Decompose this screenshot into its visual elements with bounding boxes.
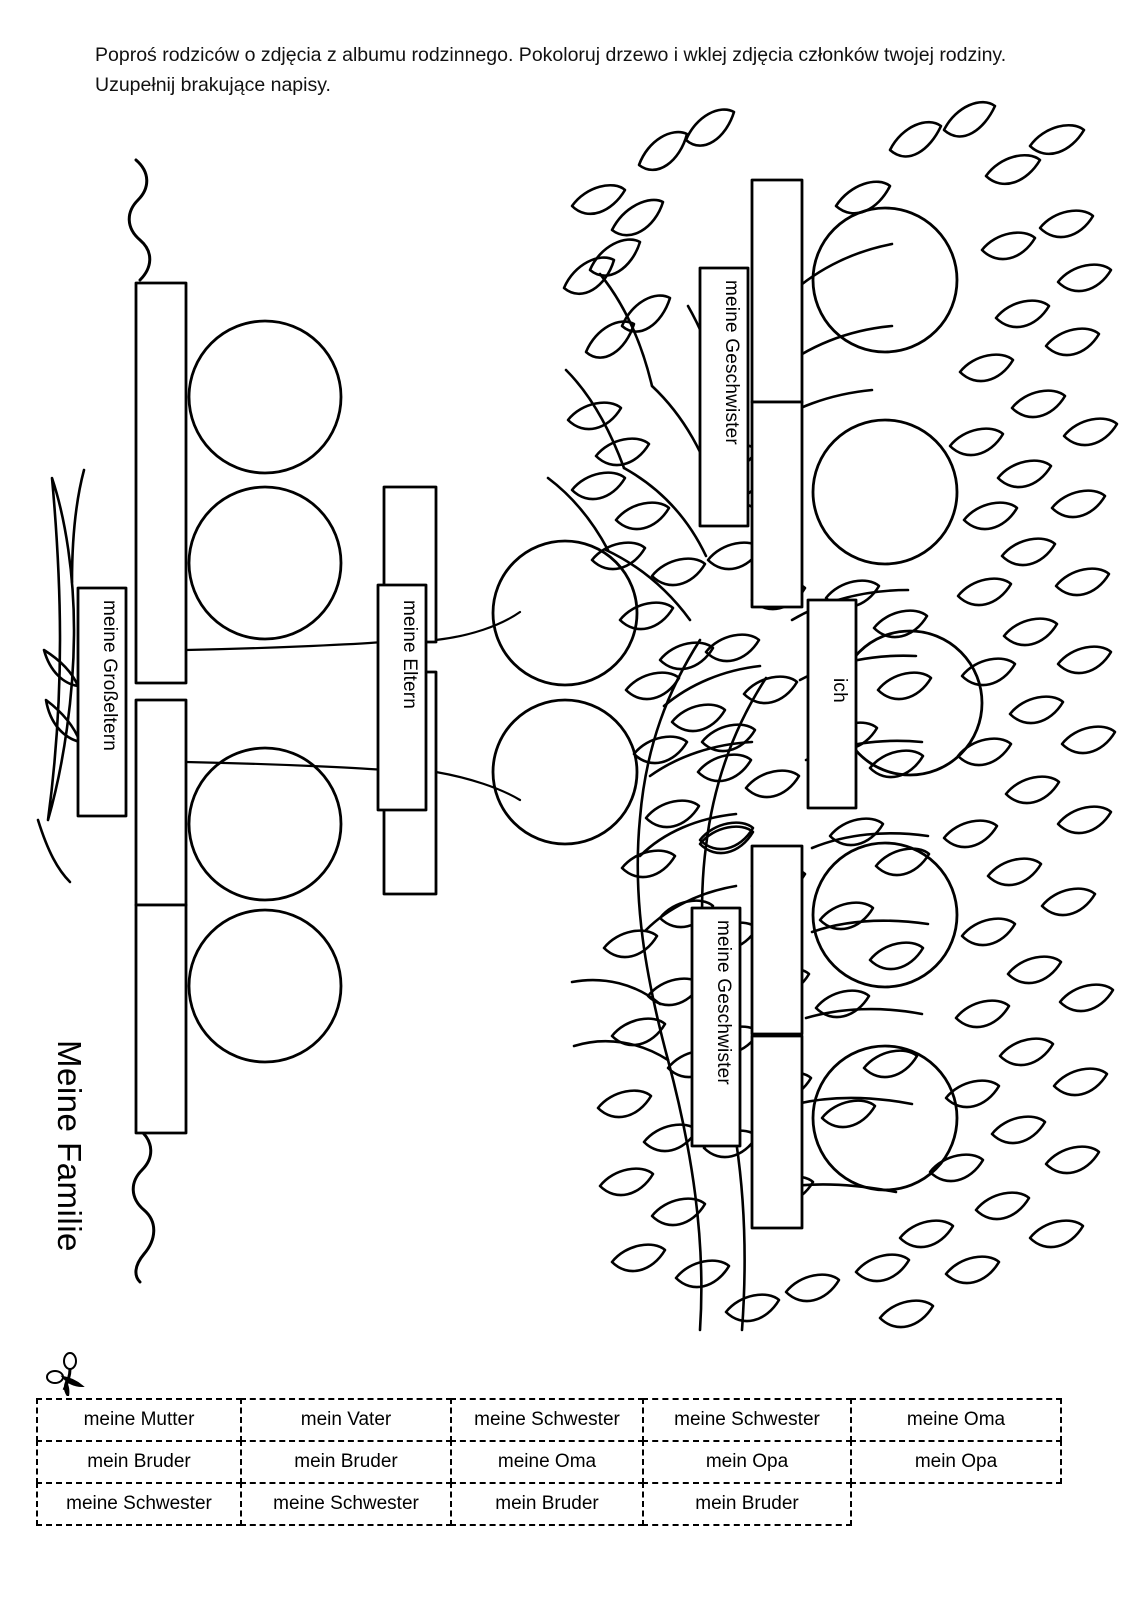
cutout-row: meine Schwester meine Schwester mein Bru… — [36, 1482, 1096, 1526]
scissors-icon — [46, 1352, 85, 1396]
label-box-self — [806, 598, 858, 810]
photo-circle-grandparent-3 — [187, 746, 343, 902]
label-parents: meine Eltern — [399, 600, 420, 710]
name-box-sibling-3 — [750, 844, 804, 1036]
label-siblings-top: meine Geschwister — [721, 280, 742, 445]
cutout-label[interactable]: mein Bruder — [36, 1440, 242, 1484]
cutout-label[interactable]: meine Oma — [450, 1440, 644, 1484]
cutout-label[interactable]: meine Schwester — [642, 1398, 852, 1442]
cutout-label[interactable]: mein Bruder — [240, 1440, 452, 1484]
cutout-row: meine Mutter mein Vater meine Schwester … — [36, 1398, 1096, 1442]
name-box-grandparent-2 — [134, 698, 188, 907]
label-box-siblings-top — [698, 266, 750, 528]
photo-circle-parent-1 — [491, 539, 639, 687]
cutout-label[interactable]: meine Schwester — [450, 1398, 644, 1442]
page-title: Meine Familie — [51, 1040, 88, 1252]
cutout-row: mein Bruder mein Bruder meine Oma mein O… — [36, 1440, 1096, 1484]
photo-circle-parent-2 — [491, 698, 639, 846]
cutout-label[interactable]: mein Bruder — [450, 1482, 644, 1526]
label-box-parents — [376, 583, 428, 812]
name-box-sibling-2 — [750, 400, 804, 609]
name-box-grandparent-3 — [134, 903, 188, 1135]
photo-circle-sibling-1 — [811, 206, 959, 354]
cutout-label[interactable]: mein Vater — [240, 1398, 452, 1442]
photo-circle-grandparent-1 — [187, 319, 343, 475]
instruction-text: Poproś rodziców o zdjęcia z albumu rodzi… — [95, 44, 1007, 97]
photo-circle-grandparent-4 — [187, 908, 343, 1064]
photo-circles — [187, 206, 984, 1192]
cutout-label[interactable]: mein Opa — [642, 1440, 852, 1484]
cutout-label[interactable]: meine Oma — [850, 1398, 1062, 1442]
decorative-squiggles — [127, 158, 156, 1284]
label-self: ich — [829, 678, 850, 703]
photo-circle-sibling-2 — [811, 418, 959, 566]
photo-circle-sibling-3 — [811, 841, 959, 989]
cutout-label[interactable]: meine Schwester — [36, 1482, 242, 1526]
label-siblings-bottom: meine Geschwister — [713, 920, 734, 1085]
photo-circle-grandparent-2 — [187, 485, 343, 641]
name-box-sibling-1 — [750, 178, 804, 404]
label-grandparents: meine Großeltern — [99, 600, 120, 752]
photo-circle-sibling-4 — [811, 1044, 959, 1192]
connector-lines — [184, 610, 522, 802]
cutout-label[interactable]: mein Opa — [850, 1440, 1062, 1484]
label-box-grandparents — [76, 586, 128, 818]
name-box-grandparent-1 — [134, 281, 188, 685]
cutout-strip: meine Mutter mein Vater meine Schwester … — [36, 1398, 1096, 1526]
photo-circle-self — [836, 629, 984, 777]
label-box-siblings-bottom — [690, 906, 742, 1148]
printed-label-boxes — [76, 266, 858, 1148]
name-box-sibling-4 — [750, 1034, 804, 1230]
cutout-label[interactable]: meine Mutter — [36, 1398, 242, 1442]
foliage-leaves — [562, 100, 1119, 1329]
cutout-label[interactable]: meine Schwester — [240, 1482, 452, 1526]
cutout-label[interactable]: mein Bruder — [642, 1482, 852, 1526]
